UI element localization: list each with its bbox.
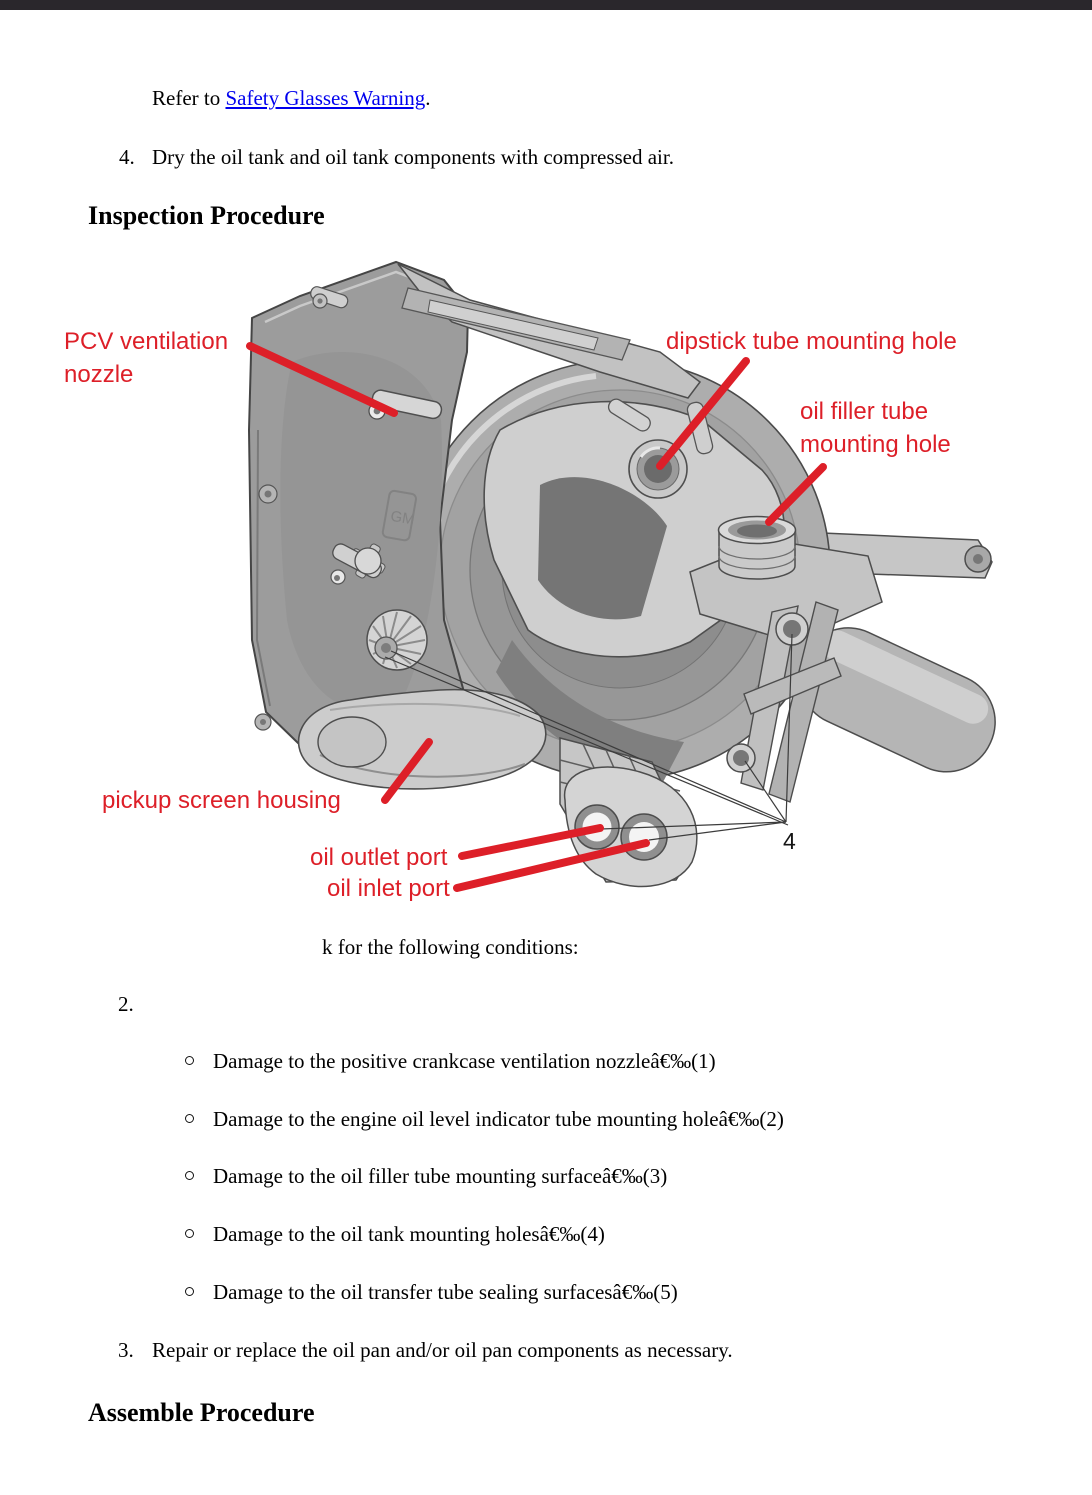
pickup-arrow xyxy=(381,738,433,804)
condition-item-5: Damage to the oil transfer tube sealing … xyxy=(213,1280,678,1304)
refer-line: Refer to Safety Glasses Warning. xyxy=(152,86,430,111)
fragment-line: k for the following conditions: xyxy=(322,935,579,959)
filler-label-line1: oil filler tube xyxy=(800,398,928,425)
bullet-icon xyxy=(185,1114,194,1123)
bullet-icon xyxy=(185,1171,194,1180)
bolt-boss-shapes xyxy=(254,293,328,731)
dipstick-label: dipstick tube mounting hole xyxy=(666,328,957,355)
dipstick-arrow xyxy=(656,357,750,470)
oil-tank-diagram: GM PCV ventilation nozzle dipstick tube … xyxy=(64,260,996,902)
bullet-icon xyxy=(185,1229,194,1238)
bullet-icon xyxy=(185,1287,194,1296)
filler-arrow xyxy=(765,463,827,526)
drain-spout-shape xyxy=(330,543,386,585)
inspection-procedure-heading: Inspection Procedure xyxy=(88,201,325,230)
callout-4-number: 4 xyxy=(783,828,796,854)
bullet-icon xyxy=(185,1056,194,1065)
gm-emblem: GM xyxy=(381,489,417,542)
diagram-labels: PCV ventilation nozzle dipstick tube mou… xyxy=(64,328,957,902)
pcv-arrow xyxy=(246,342,398,417)
pickup-screen-housing-shape xyxy=(297,688,547,790)
condition-item-2: Damage to the engine oil level indicator… xyxy=(213,1107,784,1131)
condition-item-4: Damage to the oil tank mounting holesâ€‰… xyxy=(213,1222,605,1246)
top-ridge-shape xyxy=(397,263,702,399)
step-4-text: Dry the oil tank and oil tank components… xyxy=(152,145,674,169)
refer-prefix: Refer to xyxy=(152,86,226,110)
safety-glasses-warning-link[interactable]: Safety Glasses Warning xyxy=(225,86,426,110)
red-callout-arrows xyxy=(246,342,827,892)
bowl-cavity-shadow xyxy=(496,640,684,784)
strainer-cone-shape xyxy=(366,609,428,671)
refer-suffix: . xyxy=(425,86,431,110)
assemble-procedure-heading: Assemble Procedure xyxy=(88,1398,315,1427)
callout-4-leader-lines xyxy=(384,633,793,841)
condition-item-1: Damage to the positive crankcase ventila… xyxy=(213,1049,716,1073)
outlet-arrow xyxy=(458,824,604,860)
oil-inlet-label: oil inlet port xyxy=(327,875,450,902)
condition-item-3: Damage to the oil filler tube mounting s… xyxy=(213,1164,668,1188)
filler-label-line2: mounting hole xyxy=(800,431,951,458)
oil-outlet-label: oil outlet port xyxy=(310,844,448,871)
svg-text:GM: GM xyxy=(389,508,416,529)
inlet-arrow xyxy=(453,839,650,892)
step-3-text: Repair or replace the oil pan and/or oil… xyxy=(152,1338,733,1362)
step-4-marker: 4. xyxy=(119,145,135,169)
top-divider-bar xyxy=(0,0,1092,10)
step-2-marker: 2. xyxy=(118,992,134,1016)
right-bracket-shape xyxy=(726,601,842,803)
pickup-label: pickup screen housing xyxy=(102,787,341,814)
pcv-label-line2: nozzle xyxy=(64,361,133,388)
step-3-marker: 3. xyxy=(118,1338,134,1362)
oil-ports-shape xyxy=(563,766,698,888)
pcv-label-line1: PCV ventilation xyxy=(64,328,228,355)
